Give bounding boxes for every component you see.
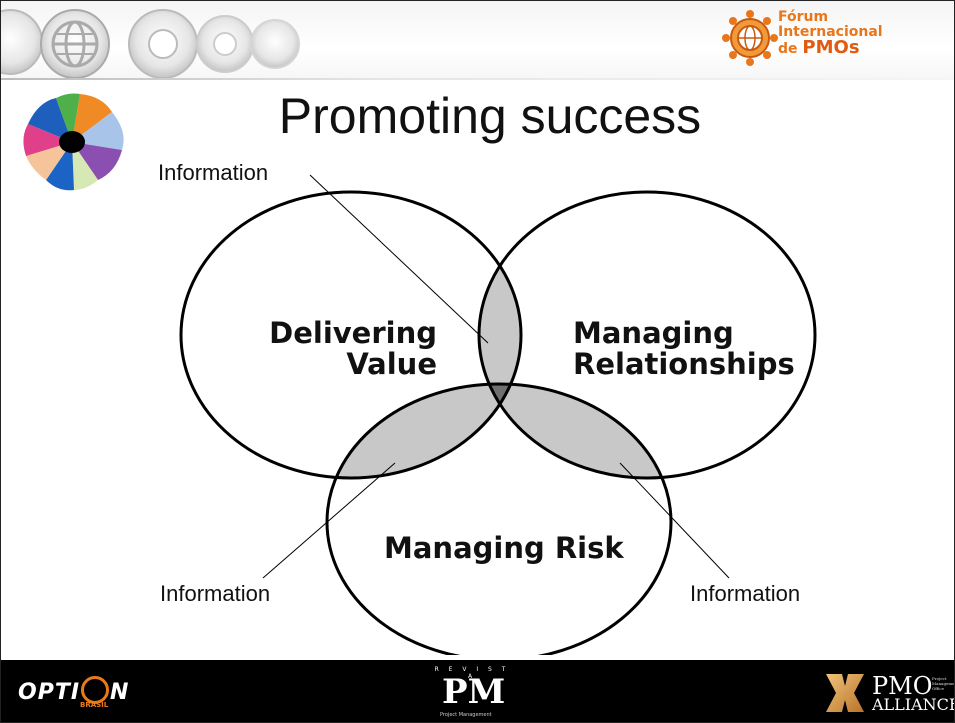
callout-information-right: Information [690, 581, 801, 606]
forum-logo-de: de [778, 41, 798, 57]
callout-information-left: Information [160, 581, 271, 606]
forum-logo-line2: Internacional [778, 24, 883, 40]
circle-delivering-value [179, 190, 523, 480]
forum-logo-text: Fórum Internacional de PMOs [778, 10, 883, 57]
mundo-sub-label: Project Management [440, 712, 492, 718]
forum-logo-pmos: PMOs [802, 37, 860, 58]
forum-logo-line1: Fórum [778, 9, 829, 25]
pmo-mark-icon [826, 674, 864, 712]
circle-managing-risk [325, 382, 673, 655]
mundo-pm-label: PM [442, 672, 506, 712]
mundo-pm-logo: R E V I S T A PM Project Management [432, 666, 512, 720]
overlap-relationships-risk [479, 384, 671, 478]
circle-icon [250, 19, 300, 69]
overlap-value-risk [327, 384, 521, 478]
callout-line-right [619, 462, 730, 579]
callout-line-top [309, 174, 489, 344]
callout-information-top: Information [158, 160, 269, 185]
mundo-revista-label: R E V I S T A [434, 666, 510, 680]
venn-diagram: Delivering Value Managing Relationships … [155, 155, 835, 655]
pinwheel-logo [23, 93, 124, 191]
pmo-word: PMO [872, 672, 933, 700]
pmo-small-text: Project Management Office [932, 676, 955, 691]
ring-icon [81, 676, 110, 704]
label-managing-relationships: Managing Relationships [573, 316, 795, 381]
label-managing-risk: Managing Risk [384, 531, 624, 565]
header-banner [0, 0, 955, 80]
globe-gear-icon [722, 10, 778, 66]
slide-title: Promoting success [278, 88, 702, 144]
pmo-alliance-word: ALLIANCE [872, 695, 955, 714]
label-delivering-value: Delivering Value [269, 316, 437, 381]
option-brasil-sub: BRASIL [80, 701, 109, 709]
pmo-alliance-logo: PMO Project Management Office ALLIANCE [820, 668, 955, 720]
callout-line-left [262, 462, 396, 579]
globe-decoration [0, 9, 300, 79]
